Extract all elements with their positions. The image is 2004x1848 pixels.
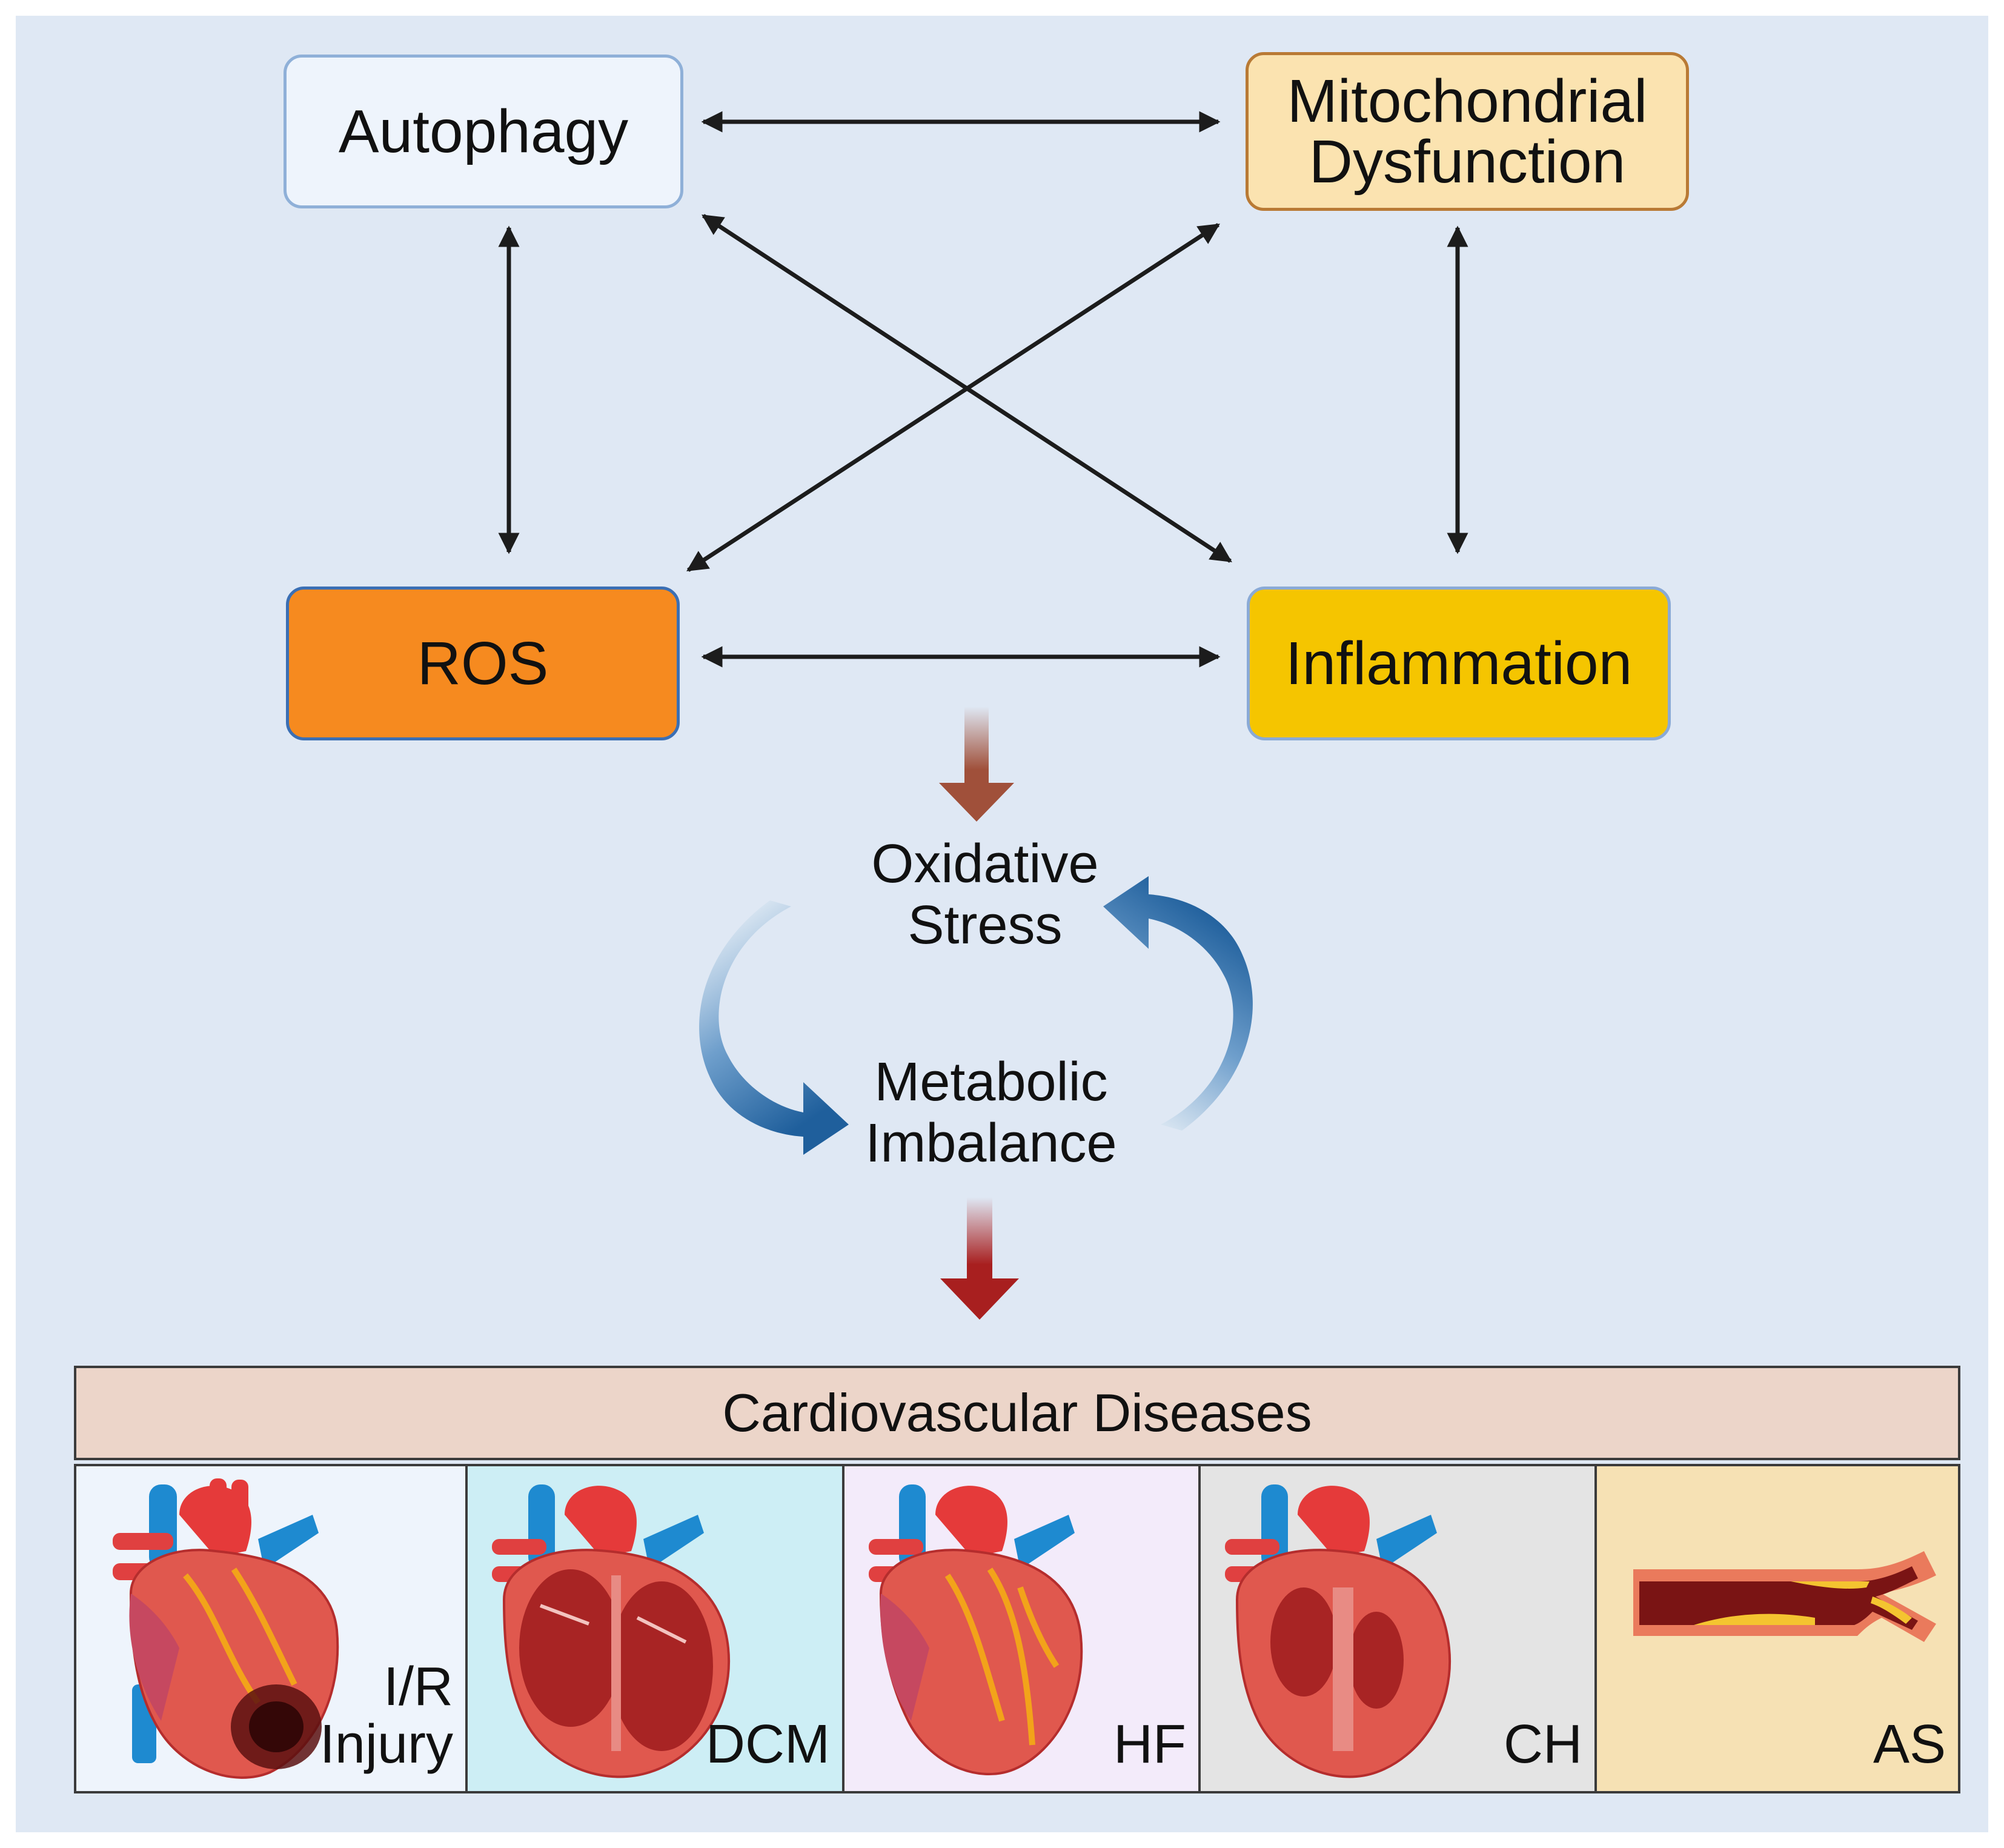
diagram-connectors (498, 111, 1468, 1320)
heart-dilated-icon (492, 1484, 731, 1778)
arrow-to-cvd (940, 1197, 1019, 1320)
disease-panel-as: AS (1594, 1464, 1960, 1793)
cycle-arrow-right (1103, 876, 1253, 1131)
node-autophagy-label: Autophagy (338, 98, 629, 165)
cycle-arrow-left (699, 900, 849, 1155)
heart-injury-icon (113, 1478, 339, 1779)
node-mito-label: Mitochondrial Dysfunction (1287, 67, 1648, 196)
disease-panel-dcm: DCM (465, 1464, 844, 1793)
disease-abbr-dcm: DCM (706, 1713, 830, 1775)
node-ros: ROS (286, 587, 680, 740)
oxidative-stress-label: Oxidative Stress (871, 834, 1099, 956)
diagram-canvas: Autophagy Mitochondrial Dysfunction ROS … (16, 16, 1988, 1832)
heart-failure-icon (869, 1484, 1083, 1775)
arrow-mito-ros (686, 223, 1220, 572)
node-autophagy: Autophagy (284, 55, 683, 208)
disease-abbr-as: AS (1873, 1713, 1946, 1775)
disease-abbr-ir-injury: I/R Injury (319, 1657, 453, 1775)
node-inflammation-label: Inflammation (1285, 630, 1633, 697)
cvd-header: Cardiovascular Diseases (74, 1366, 1960, 1460)
artery-plaque-icon (1633, 1551, 1936, 1642)
arrow-to-oxidative-stress (939, 706, 1014, 822)
disease-panel-hf: HF (842, 1464, 1201, 1793)
node-inflammation: Inflammation (1247, 587, 1671, 740)
disease-panel-ir-injury: I/R Injury (74, 1464, 468, 1793)
node-mitochondrial-dysfunction: Mitochondrial Dysfunction (1246, 52, 1689, 211)
node-ros-label: ROS (417, 630, 549, 697)
metabolic-imbalance-label: Metabolic Imbalance (865, 1052, 1117, 1174)
cvd-header-label: Cardiovascular Diseases (722, 1383, 1312, 1443)
heart-hypertrophy-icon (1225, 1484, 1452, 1778)
disease-abbr-hf: HF (1113, 1713, 1186, 1775)
disease-panel-ch: CH (1198, 1464, 1597, 1793)
disease-abbr-ch: CH (1504, 1713, 1582, 1775)
